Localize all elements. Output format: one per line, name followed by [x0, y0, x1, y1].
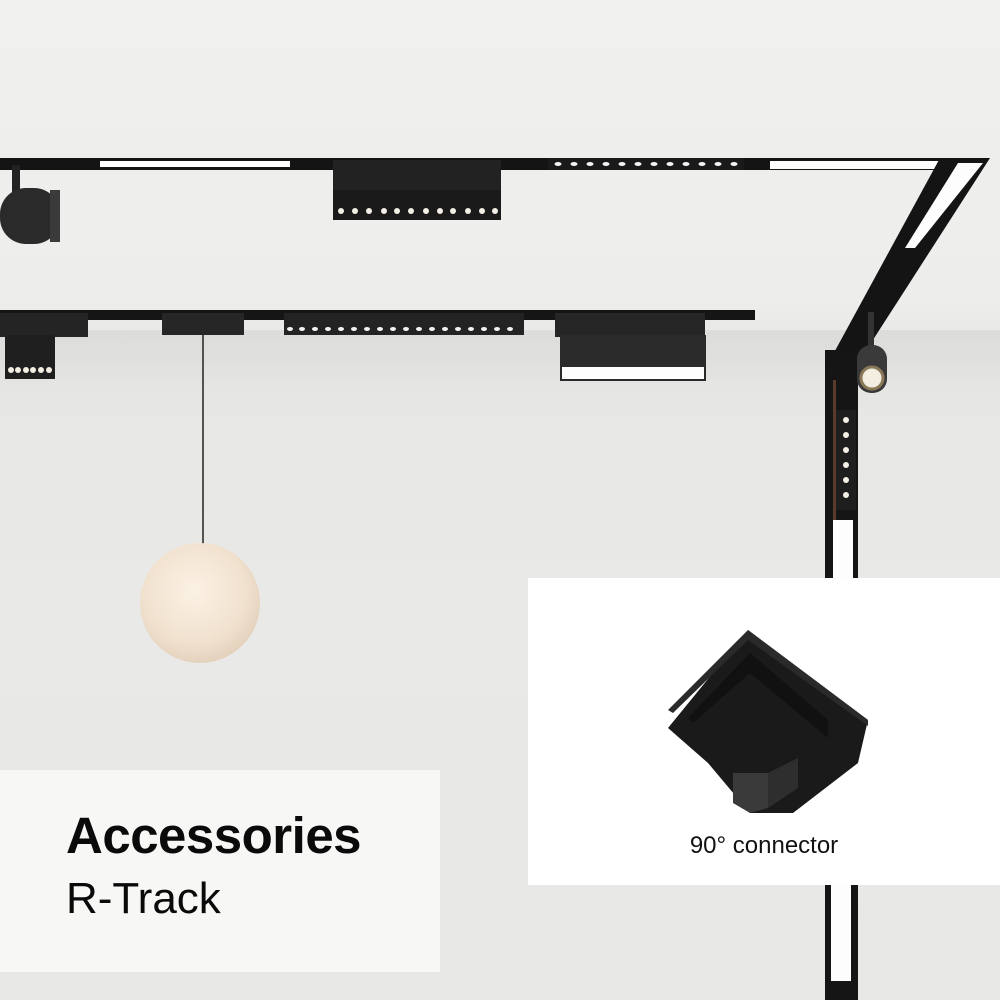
banner-title: Accessories — [66, 807, 362, 864]
upper-track — [0, 158, 960, 244]
banner-subtitle: R-Track — [66, 874, 221, 923]
moon-pendant-lamp — [140, 335, 260, 663]
product-card: 90° connector — [528, 578, 1000, 885]
corner-connector-icon — [668, 630, 868, 813]
product-label: 90° connector — [689, 832, 839, 859]
title-panel — [0, 770, 440, 972]
lower-track — [0, 310, 755, 381]
